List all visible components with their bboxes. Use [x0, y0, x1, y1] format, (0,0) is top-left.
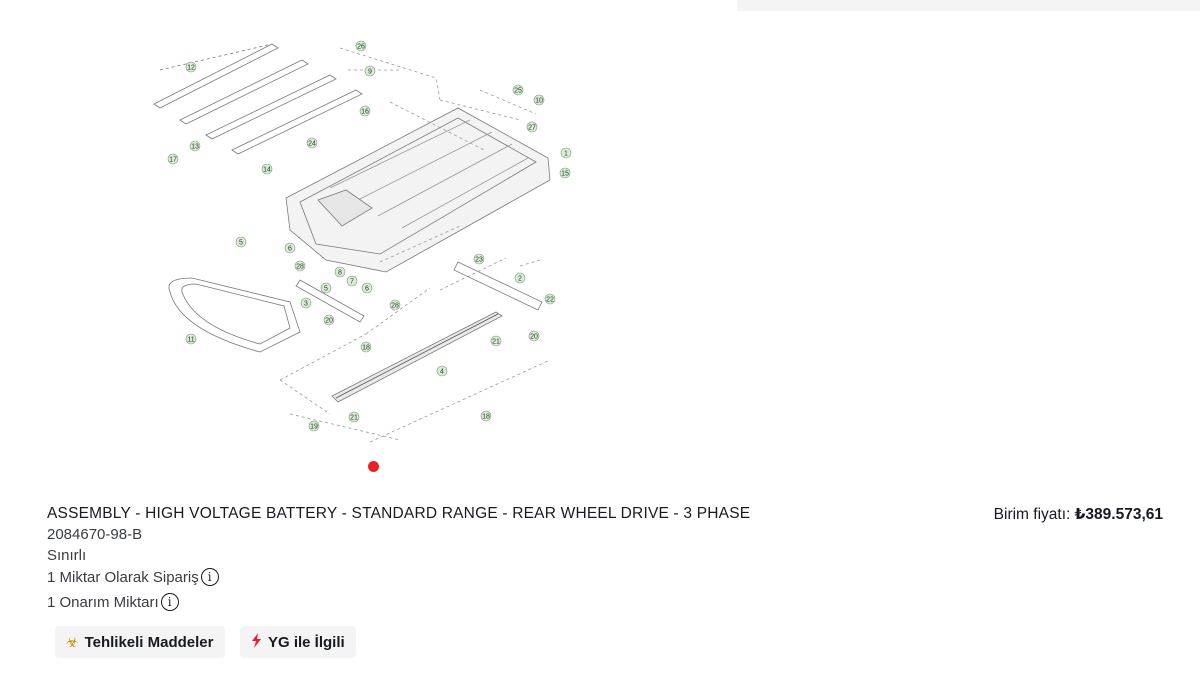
info-icon[interactable]: i: [200, 568, 219, 586]
svg-text:11: 11: [187, 337, 194, 344]
svg-text:18: 18: [362, 345, 370, 352]
info-icon[interactable]: i: [160, 593, 179, 611]
svg-text:28: 28: [391, 303, 399, 310]
price-label: Birim fiyatı:: [993, 506, 1071, 523]
svg-text:8: 8: [338, 270, 342, 277]
svg-text:14: 14: [263, 167, 271, 174]
carousel-indicator-dot[interactable]: [368, 461, 379, 472]
svg-text:1: 1: [564, 151, 568, 158]
svg-text:2: 2: [518, 276, 522, 283]
svg-text:21: 21: [492, 339, 500, 346]
lightning-bolt-icon: [251, 633, 262, 651]
svg-text:28: 28: [296, 264, 304, 271]
svg-text:17: 17: [169, 157, 177, 164]
svg-text:21: 21: [350, 415, 358, 422]
svg-text:5: 5: [239, 240, 243, 247]
svg-text:5: 5: [324, 286, 328, 293]
top-panel-strip: [737, 0, 1200, 11]
svg-text:27: 27: [528, 125, 536, 132]
svg-text:6: 6: [365, 286, 369, 293]
price-value: ₺389.573,61: [1074, 506, 1163, 523]
badge-label: Tehlikeli Maddeler: [84, 633, 214, 651]
svg-text:23: 23: [475, 257, 483, 264]
svg-text:7: 7: [350, 279, 354, 286]
product-title: ASSEMBLY - HIGH VOLTAGE BATTERY - STANDA…: [47, 505, 751, 522]
svg-text:4: 4: [440, 369, 444, 376]
svg-text:13: 13: [191, 144, 199, 151]
svg-text:16: 16: [361, 109, 369, 116]
svg-text:15: 15: [561, 171, 569, 178]
svg-text:12: 12: [187, 65, 195, 72]
order-quantity-text: 1 Miktar Olarak Sipariş: [47, 568, 199, 586]
svg-text:22: 22: [546, 297, 554, 304]
svg-text:26: 26: [357, 44, 365, 51]
svg-text:19: 19: [310, 424, 318, 431]
svg-text:18: 18: [482, 414, 490, 421]
svg-text:20: 20: [325, 318, 333, 325]
svg-text:3: 3: [304, 301, 308, 308]
high-voltage-badge[interactable]: YG ile İlgili: [240, 626, 356, 658]
svg-text:10: 10: [535, 98, 543, 105]
svg-text:6: 6: [288, 246, 292, 253]
part-number: 2084670-98-B: [47, 526, 143, 543]
svg-text:24: 24: [308, 141, 316, 148]
hazardous-materials-badge[interactable]: ☣ Tehlikeli Maddeler: [55, 626, 225, 658]
biohazard-icon: ☣: [66, 633, 79, 650]
svg-text:20: 20: [530, 334, 538, 341]
unit-price: Birim fiyatı: ₺389.573,61: [994, 505, 1163, 524]
badge-label: YG ile İlgili: [268, 633, 345, 651]
repair-quantity-text: 1 Onarım Miktarı: [47, 593, 159, 611]
order-quantity-row: 1 Miktar Olarak Sipariş i: [47, 568, 219, 586]
repair-quantity-row: 1 Onarım Miktarı i: [47, 593, 179, 611]
availability-status: Sınırlı: [47, 547, 87, 564]
svg-text:25: 25: [514, 88, 522, 95]
svg-text:9: 9: [368, 69, 372, 76]
